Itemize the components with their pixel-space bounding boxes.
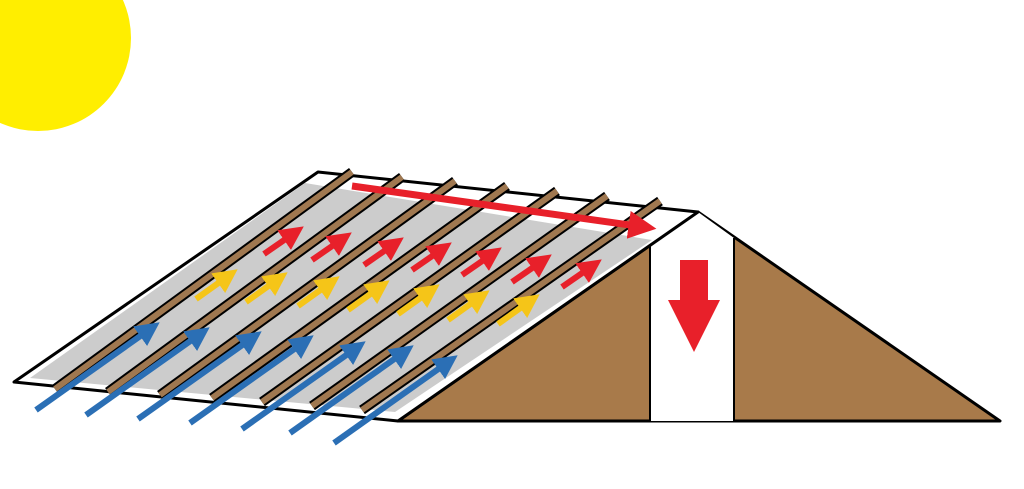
blue-arrow-icon: [136, 331, 262, 422]
red-arrow-icon: [262, 226, 304, 257]
batten: [158, 178, 457, 398]
blue-arrow-icon: [240, 341, 366, 432]
yellow-arrow-icon: [346, 280, 390, 313]
yellow-arrow-icon: [496, 294, 540, 327]
batten: [310, 193, 609, 409]
red-arrow-icon: [460, 247, 502, 278]
batten: [53, 169, 354, 392]
red-arrow-icon: [560, 259, 602, 290]
yellow-arrow-icon: [446, 290, 490, 323]
batten: [106, 174, 404, 395]
ridge-airflow-arrow: [351, 182, 657, 239]
red-arrow-icon: [410, 242, 452, 273]
blue-arrow-icon: [34, 322, 160, 413]
yellow-arrow-icon: [296, 276, 340, 309]
blue-arrow-icon: [84, 327, 210, 418]
batten: [360, 198, 662, 413]
blue-arrow-icon: [288, 345, 414, 436]
batten: [210, 183, 509, 401]
roof-outline: [12, 170, 700, 423]
batten: [260, 188, 559, 405]
warm-air-flow: [194, 269, 540, 327]
blue-arrow-icon: [332, 355, 458, 446]
cool-air-intake: [34, 322, 458, 446]
red-arrow-icon: [310, 232, 352, 263]
yellow-arrow-icon: [194, 269, 238, 302]
roof-battens: [52, 167, 663, 415]
blue-arrow-icon: [188, 335, 314, 426]
down-arrow-icon: [668, 260, 720, 352]
red-arrow-icon: [510, 254, 552, 285]
hot-air-flow: [262, 226, 602, 290]
yellow-arrow-icon: [396, 284, 440, 317]
sun-icon: [0, 0, 131, 131]
yellow-arrow-icon: [244, 272, 288, 305]
red-arrow-icon: [362, 237, 404, 268]
